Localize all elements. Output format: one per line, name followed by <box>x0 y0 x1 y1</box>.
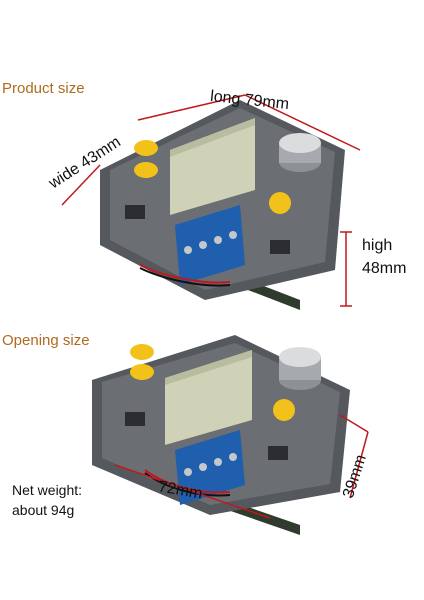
adjust-knob <box>279 347 321 367</box>
dimension-lines-top <box>61 94 361 307</box>
m2-button <box>130 364 154 380</box>
net-weight: Net weight: about 94g <box>12 480 82 520</box>
dimension-lines-bottom <box>114 414 369 519</box>
m1-button <box>134 140 158 156</box>
high-dimension-value: 48mm <box>362 260 407 277</box>
high-dimension-label: high <box>362 237 393 254</box>
terminal-block <box>175 430 245 505</box>
m1-button <box>130 344 154 360</box>
terminal-block <box>175 205 245 285</box>
product-size-title: Product size <box>2 80 85 97</box>
net-weight-value: about 94g <box>12 502 75 518</box>
net-weight-label: Net weight: <box>12 482 83 498</box>
adjust-knob <box>279 133 321 153</box>
power-button <box>273 399 295 421</box>
opening-size-title: Opening size <box>2 332 90 349</box>
m2-button <box>134 162 158 178</box>
power-button <box>269 192 291 214</box>
device-top <box>100 100 345 310</box>
device-bottom <box>92 335 350 535</box>
